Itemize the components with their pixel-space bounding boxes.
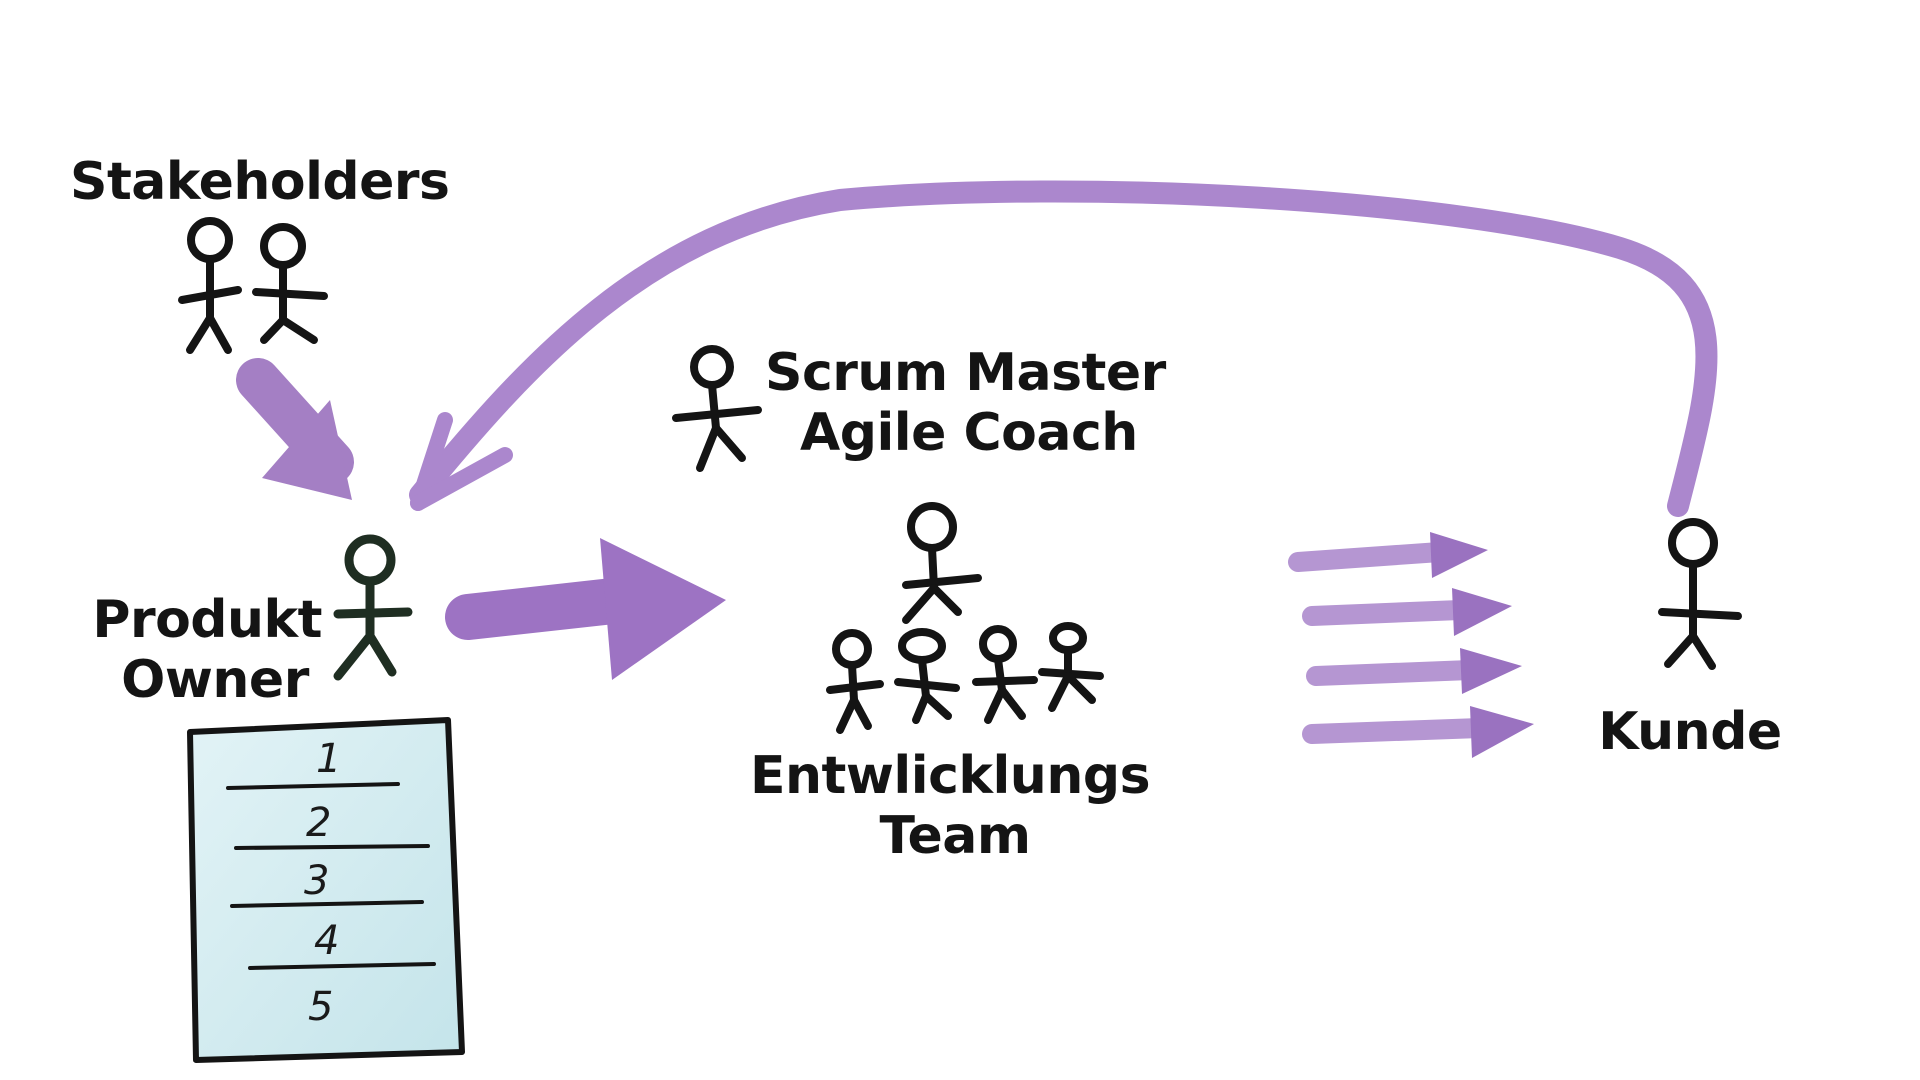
scrum-master-figure-icon xyxy=(672,345,762,472)
arrow-feedback-kunde-to-owner xyxy=(409,180,1718,517)
backlog-divider-2 xyxy=(234,844,430,850)
kunde-label: Kunde xyxy=(1598,702,1782,762)
delivery-arrow-4 xyxy=(1302,706,1534,758)
team-member-figure-4-icon xyxy=(1038,622,1104,712)
backlog-item-4: 4 xyxy=(314,918,339,964)
stakeholder-figure-1-icon xyxy=(178,217,242,354)
product-owner-figure-icon xyxy=(333,534,413,681)
delivery-arrow-3 xyxy=(1306,648,1522,694)
backlog-item-3: 3 xyxy=(304,858,329,904)
backlog-divider-3 xyxy=(230,900,424,908)
delivery-arrow-1 xyxy=(1288,532,1488,578)
arrow-stakeholders-to-owner xyxy=(236,358,354,500)
team-member-figure-1-icon xyxy=(826,629,884,734)
stakeholder-figure-2-icon xyxy=(252,223,328,344)
agile-coach-label: Agile Coach xyxy=(800,403,1138,463)
backlog-divider-1 xyxy=(226,782,400,790)
arrow-owner-to-team xyxy=(445,538,726,680)
team-member-figure-2-icon xyxy=(894,628,960,724)
entwicklungs-label: Entwlicklungs xyxy=(749,746,1151,806)
backlog-item-2: 2 xyxy=(306,800,331,846)
backlog-item-1: 1 xyxy=(316,736,341,782)
owner-label: Owner xyxy=(121,650,309,710)
scrum-master-label: Scrum Master xyxy=(765,343,1166,403)
delivery-arrows xyxy=(1288,532,1534,758)
kunde-figure-icon xyxy=(1658,518,1742,670)
stakeholders-label: Stakeholders xyxy=(70,152,450,212)
backlog-item-5: 5 xyxy=(308,984,333,1030)
delivery-arrow-2 xyxy=(1302,588,1512,636)
team-lead-figure-icon xyxy=(902,502,982,624)
team-label: Team xyxy=(879,806,1031,866)
product-backlog: 1 2 3 4 5 xyxy=(187,717,465,1063)
backlog-divider-4 xyxy=(248,962,436,970)
team-member-figure-3-icon xyxy=(972,625,1038,724)
produkt-label: Produkt xyxy=(92,590,322,650)
